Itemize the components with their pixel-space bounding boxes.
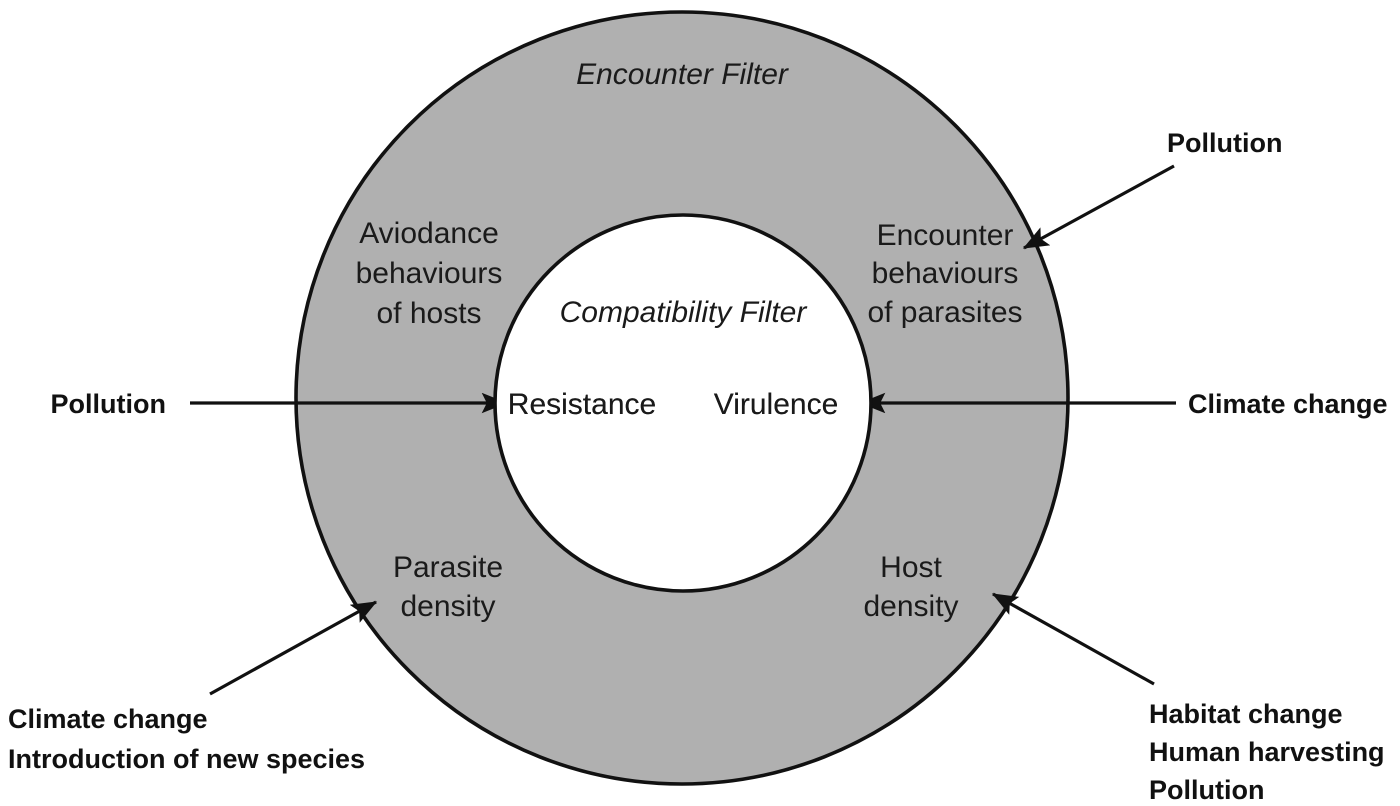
driver-label-pollution-left: Pollution: [51, 389, 166, 419]
core-label-virulence-halo: Virulence: [714, 388, 839, 421]
core-label-resistance: Resistance: [508, 388, 656, 421]
driver-label-pollution-bottom-right-line-3: Pollution: [1149, 775, 1264, 805]
ring-label-encounter-line-2: behaviours: [872, 257, 1019, 290]
ring-label-parasite-density-line-2: density: [400, 590, 495, 623]
ring-label-avoidance-line-2: behaviours: [356, 257, 503, 290]
inner-circle-shape: [493, 213, 873, 593]
core-label-virulence: Virulence: [714, 388, 839, 421]
ring-label-encounter-line-3: of parasites: [867, 296, 1022, 329]
driver-label-habitat-change-line-1: Habitat change: [1149, 699, 1343, 729]
compatibility-filter-title: Compatibility Filter: [560, 296, 808, 329]
encounter-filter-title: Encounter Filter: [576, 58, 789, 91]
driver-label-human-harvesting-line-2: Human harvesting: [1149, 737, 1385, 767]
ring-label-host-density-line-2: density: [863, 590, 958, 623]
core-label-resistance-halo: Resistance: [508, 388, 656, 421]
driver-label-climate-change-right: Climate change: [1188, 389, 1388, 419]
ring-label-parasite-density-line-1: Parasite: [393, 551, 503, 584]
connector-climate-change-bottom-left: [209, 600, 378, 696]
connector-pollution-top-right: [1022, 164, 1175, 250]
ring-label-encounter-line-1: Encounter: [877, 219, 1014, 252]
driver-label-climate-change-bottom-left-line-2: Introduction of new species: [8, 744, 365, 774]
ring-label-host-density-line-1: Host: [880, 551, 942, 584]
driver-label-climate-change-bottom-left-line-1: Climate change: [8, 704, 208, 734]
ring-label-avoidance-line-1: Aviodance: [359, 217, 499, 250]
driver-label-pollution-top-right: Pollution: [1167, 128, 1282, 158]
ring-label-avoidance-line-3: of hosts: [376, 297, 481, 330]
connector-habitat-change-bottom-right: [991, 592, 1155, 686]
